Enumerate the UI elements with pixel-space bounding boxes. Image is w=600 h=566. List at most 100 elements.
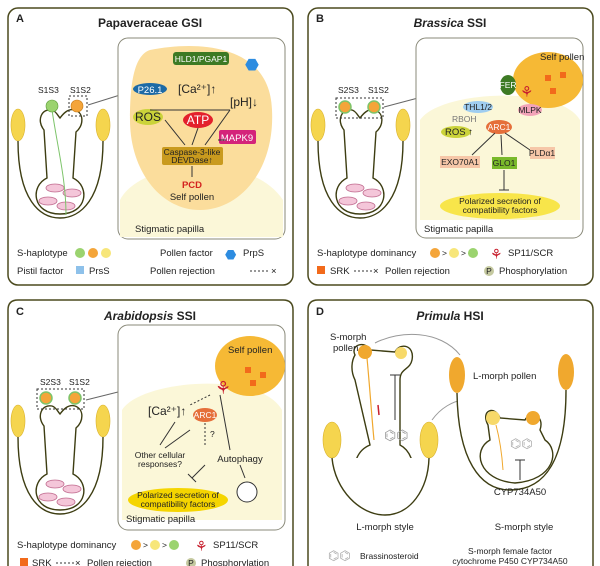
s2-pollen-icon — [70, 99, 84, 113]
cytochrome-label: cytochrome P450 CYP734A50 — [452, 556, 568, 566]
autophagy-label: Autophagy — [217, 454, 263, 465]
hld1-label: HLD1/PGAP1 — [175, 54, 228, 64]
pld-label: PLDα1 — [529, 148, 555, 158]
fer-label: FER — [500, 80, 517, 90]
l-morph-style-label: L-morph style — [356, 522, 414, 533]
legend-dominancy: S-haplotype dominancy — [317, 248, 417, 259]
legend-shaplotype: S-haplotype — [17, 248, 68, 259]
panel-letter: B — [316, 13, 324, 25]
cyp734a50-label: CYP734A50 — [494, 487, 546, 498]
brassinosteroid-legend-icon: ⌬⌬ — [328, 548, 351, 563]
panel-d: D Primula HSI ⌬⌬ S-morph pollen L-morph … — [307, 299, 594, 566]
phosphorylation-icon: P — [188, 558, 194, 566]
male-genotype: S1S2 — [368, 85, 389, 95]
legend-prps: PrpS — [243, 248, 264, 259]
panel-c: C Arabidopsis SSI S2S3 S1S2 Self pollen … — [7, 299, 294, 566]
rboh-label: RBOH — [452, 114, 477, 124]
s-morph-style-label: S-morph style — [495, 522, 554, 533]
secretion-label-2: compatibility factors — [463, 205, 538, 215]
prps-icon: ⬣ — [245, 57, 259, 74]
secretion-label-2: compatibility factors — [141, 499, 216, 509]
glo1-label: GLO1 — [493, 158, 516, 168]
sp11-icon: ⚘ — [490, 246, 503, 262]
legend-sp11: SP11/SCR — [213, 540, 258, 551]
rejection-cross-icon: × — [75, 558, 81, 566]
l-morph-pollen-grain — [449, 357, 465, 393]
s-morph-pollen-label-2: pollen — [333, 343, 358, 354]
atp-label: ATP — [187, 113, 209, 127]
legend-phosphorylation: Phosphorylation — [201, 558, 269, 566]
s-morph-pollen-grain — [358, 345, 372, 359]
thl-label: THL1/2 — [464, 102, 492, 112]
papilla-label: Stigmatic papilla — [424, 224, 494, 235]
autophagosome-icon — [236, 481, 258, 503]
secretion-label: Polarized secretion of — [459, 196, 541, 206]
brassinosteroid-structure-icon: ⌬⌬ — [510, 436, 533, 451]
ros-label: ROS ↑ — [445, 127, 473, 138]
rejection-cross-icon: × — [271, 266, 277, 277]
legend-rejection: Pollen rejection — [150, 266, 215, 277]
srk-icon — [20, 558, 28, 566]
panel-letter: A — [16, 13, 24, 25]
rejection-cross-icon: × — [373, 266, 379, 277]
legend-sp11: SP11/SCR — [508, 248, 553, 259]
brassinosteroid-structure-icon: ⌬⌬ — [384, 427, 408, 443]
ca-label: [Ca²⁺]↑ — [148, 404, 186, 418]
female-genotype: S2S3 — [338, 85, 359, 95]
panel-letter: D — [316, 306, 324, 318]
s-morph-pollen-label: S-morph — [330, 332, 366, 343]
sp11-icon: ⚘ — [195, 538, 208, 554]
svg-text:>: > — [461, 248, 466, 258]
legend-rejection: Pollen rejection — [87, 558, 152, 566]
brassinosteroid-label: Brassinosteroid — [360, 551, 419, 561]
sp11-srk-complex-icon: ⚘ — [215, 378, 231, 398]
svg-text:>: > — [442, 248, 447, 258]
l-morph-pollen-label: L-morph pollen — [473, 371, 536, 382]
male-genotype: S1S2 — [70, 85, 91, 95]
sp11-srk-complex-icon: ⚘ — [520, 84, 533, 101]
female-genotype: S1S3 — [38, 85, 59, 95]
s1-pollen-icon — [45, 99, 59, 113]
legend-pistil-factor: Pistil factor — [17, 266, 63, 277]
srk-icon — [317, 266, 325, 274]
legend-pollen-factor: Pollen factor — [160, 248, 213, 259]
p26-label: P26.1 — [138, 85, 163, 96]
panel-title: Primula HSI — [416, 309, 483, 323]
legend-srk: SRK — [32, 558, 52, 566]
panel-b: B Brassica SSI S2S3 S1S2 Self pollen ⚘ F… — [307, 7, 594, 286]
pcd-label: PCD — [182, 180, 202, 191]
svg-text:>: > — [143, 540, 148, 550]
arc1-label: ARC1 — [194, 410, 217, 420]
prss-icon — [76, 266, 84, 274]
legend-dominancy: S-haplotype dominancy — [17, 540, 117, 551]
s-morph-female-factor-label: S-morph female factor — [468, 546, 552, 556]
ca-label: [Ca²⁺]↑ — [178, 82, 216, 96]
exo70a1-label: EXO70A1 — [441, 157, 479, 167]
panel-letter: C — [16, 306, 24, 318]
panel-title: Arabidopsis SSI — [103, 309, 196, 323]
papilla-label: Stigmatic papilla — [126, 514, 196, 525]
self-pollen-label: Self pollen — [228, 345, 272, 356]
self-pollen-label: Self pollen — [540, 52, 584, 63]
legend-phosphorylation: Phosphorylation — [499, 266, 567, 277]
question-label: ? — [210, 429, 215, 439]
female-genotype: S2S3 — [40, 377, 61, 387]
other-responses-label-2: responses? — [138, 459, 182, 469]
ros-label: ROS — [135, 110, 161, 124]
svg-text:>: > — [162, 540, 167, 550]
legend-rejection: Pollen rejection — [385, 266, 450, 277]
panel-title: Brassica SSI — [414, 16, 487, 30]
prps-legend-icon: ⬣ — [225, 247, 237, 262]
legend-srk: SRK — [330, 266, 350, 277]
ph-label: [pH]↓ — [230, 95, 258, 109]
papilla-label: Stigmatic papilla — [135, 224, 205, 235]
self-pollen-label: Self pollen — [170, 192, 214, 203]
mapk9-label: MAPK9 — [221, 133, 253, 144]
mlpk-label: MLPK — [518, 105, 541, 115]
other-responses-label: Other cellular — [135, 450, 186, 460]
arc1-label: ARC1 — [488, 122, 511, 132]
panel-a: A Papaveraceae GSI S1S3 S1S2 HLD1/PGAP1 … — [7, 7, 294, 286]
legend-prss: PrsS — [89, 266, 110, 277]
secretion-label: Polarized secretion of — [137, 490, 219, 500]
